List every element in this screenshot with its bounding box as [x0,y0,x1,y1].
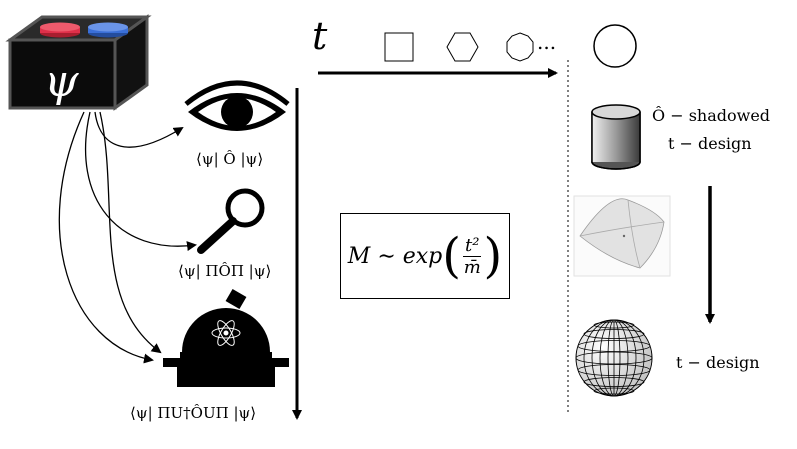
magnifier-icon [197,188,265,254]
formula-left-paren: ( [442,228,461,284]
measurement-arrows [58,111,197,364]
atom-icon [211,320,241,346]
formula-right-paren: ) [483,228,503,284]
black-box [5,14,152,111]
formula-box: M ∼ exp ( t² m̄ ) [340,213,510,299]
circle-shape [593,24,637,68]
cylinder-label-shadowed: Ô − shadowed [652,106,771,125]
eye-icon [184,80,290,131]
sequence-ellipsis: ... [537,30,557,54]
cone-shape [573,195,671,277]
grid-sphere [575,319,653,397]
formula-fraction: t² m̄ [463,234,482,278]
telescope-expectation-label: ⟨ψ| ΠU†ÔUΠ |ψ⟩ [130,404,257,422]
time-label: t [312,14,328,58]
box-psi-symbol: ψ [44,56,79,107]
arrow-to-telescope-2 [99,111,162,354]
arrow-to-eye [94,111,184,148]
cylinder-icon [591,104,641,170]
arrow-to-magnifier [85,111,197,252]
formula-lhs: M ∼ exp [347,243,443,269]
formula-numerator: t² [463,234,482,257]
cylinder-label-design: t − design [668,134,752,153]
arrow-to-telescope [58,111,154,364]
magnifier-expectation-label: ⟨ψ| ΠÔΠ |ψ⟩ [178,262,272,280]
decagon-shape [506,32,534,62]
hexagon-shape [446,32,479,62]
sphere-label-design: t − design [676,353,760,372]
eye-expectation-label: ⟨ψ| Ô |ψ⟩ [196,150,264,168]
observatory-icon [163,288,289,387]
red-cap [40,22,80,38]
square-shape [384,32,414,62]
formula-denominator: m̄ [463,256,481,278]
blue-cap [88,22,128,38]
